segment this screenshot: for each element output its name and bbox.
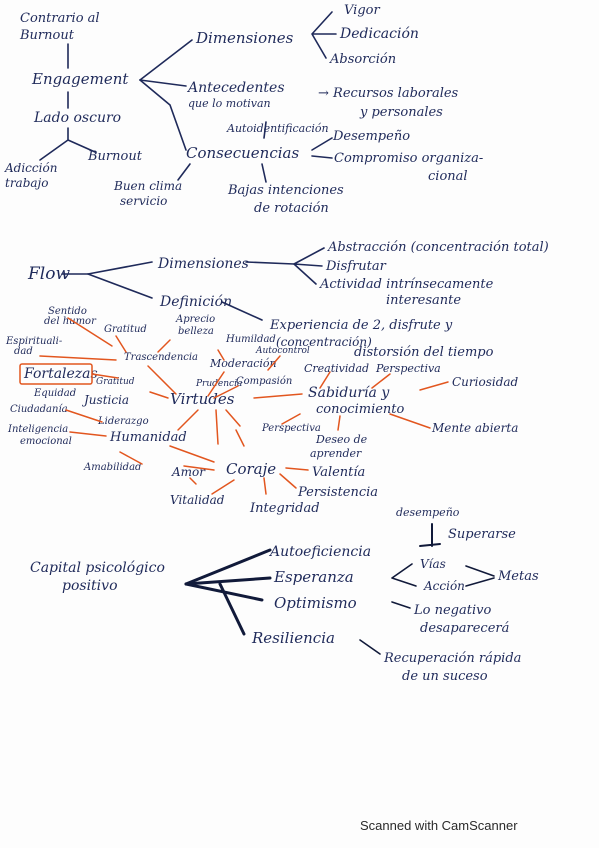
buen-clima-line1: Buen clima	[113, 179, 182, 193]
justicia-label: Justicia	[81, 393, 129, 407]
map-engagement: Contrario al Burnout Engagement Lado osc…	[4, 3, 483, 216]
mente-abierta-label: Mente abierta	[431, 421, 518, 435]
gratitud-label: Gratitud	[104, 324, 147, 335]
distorsion-label: distorsión del tiempo	[354, 345, 494, 360]
camscanner-watermark: Scanned with CamScanner	[360, 818, 518, 833]
liderazgo-label: Liderazgo	[97, 416, 149, 427]
aprecio-line1: Aprecio	[175, 314, 215, 325]
deseo-line2: aprender	[310, 447, 362, 460]
humanidad-label: Humanidad	[109, 430, 187, 445]
ciudadania-label: Ciudadanía	[10, 404, 68, 415]
gratitud2-label: Gratitud	[96, 377, 135, 387]
negativo-line2: desaparecerá	[420, 621, 510, 636]
map-flow-lines	[61, 247, 325, 321]
lado-oscuro-label: Lado oscuro	[33, 110, 121, 126]
flow-label: Flow	[27, 264, 70, 284]
abstraccion-label: Abstracción (concentración total)	[327, 240, 549, 255]
map-flow: Flow Dimensiones Abstracción (concentrac…	[5, 240, 549, 516]
amabilidad-label: Amabilidad	[83, 462, 141, 473]
actividad-line2: interesante	[386, 293, 461, 308]
persistencia-label: Persistencia	[297, 485, 378, 500]
vitalidad-label: Vitalidad	[170, 493, 225, 507]
prudencia-label: Prudencia	[195, 379, 242, 389]
autoidentificacion-label: Autoidentificación	[226, 122, 329, 135]
map-engagement-lines	[39, 11, 337, 183]
negativo-line1: Lo negativo	[413, 603, 491, 618]
absorcion-label: Absorción	[329, 52, 396, 67]
map-virtues-lines	[19, 317, 449, 495]
vias-label: Vías	[420, 557, 446, 571]
recuperacion-line2: de un suceso	[402, 669, 488, 684]
buen-clima-line2: servicio	[120, 194, 167, 208]
burnout-label: Burnout	[87, 149, 143, 164]
recursos-line1: → Recursos laborales	[318, 86, 459, 101]
perspectiva-label: Perspectiva	[375, 362, 441, 375]
map-capital: Capital psicológico positivo Autoeficien…	[30, 506, 539, 684]
perspectiva2-label: Perspectiva	[261, 423, 321, 434]
recuperacion-line1: Recuperación rápida	[383, 651, 521, 666]
superarse-label: Superarse	[448, 527, 516, 542]
dimensiones-label: Dimensiones	[195, 29, 294, 47]
valentia-label: Valentía	[312, 465, 365, 480]
deseo-line1: Deseo de	[315, 433, 368, 446]
trascendencia-label: Trascendencia	[124, 352, 198, 363]
humildad-label: Humildad	[225, 334, 276, 345]
desempeno-label: Desempeño	[332, 129, 410, 144]
desempeno-label: desempeño	[396, 506, 460, 519]
flow-dimensiones-label: Dimensiones	[157, 256, 249, 272]
resiliencia-label: Resiliencia	[251, 629, 335, 647]
antecedentes-line1: Antecedentes	[186, 80, 285, 96]
vigor-label: Vigor	[344, 3, 380, 18]
bajas-line2: de rotación	[254, 201, 329, 216]
equidad-label: Equidad	[33, 388, 76, 399]
antecedentes-line2: que lo motivan	[188, 97, 271, 110]
espiritualidad-line1: Espirituali-	[5, 336, 63, 347]
esperanza-label: Esperanza	[273, 568, 354, 586]
aprecio-line2: belleza	[178, 326, 214, 337]
moderacion-label: Moderación	[209, 357, 277, 370]
capital-line2: positivo	[62, 578, 118, 594]
consecuencias-label: Consecuencias	[186, 144, 299, 162]
contrario-line1: Contrario al	[20, 11, 100, 26]
inteligencia-line1: Inteligencia	[7, 424, 68, 435]
engagement-label: Engagement	[31, 70, 129, 88]
sabiduria-line1: Sabiduría y	[308, 385, 390, 401]
sentido-humor-line2: del humor	[44, 316, 97, 327]
experiencia-line2: (concentración)	[276, 335, 372, 349]
adiccion-line2: trabajo	[5, 176, 49, 190]
virtudes-label: Virtudes	[170, 390, 235, 408]
disfrutar-label: Disfrutar	[325, 259, 387, 274]
compromiso-line2: cional	[428, 169, 468, 184]
capital-line1: Capital psicológico	[30, 560, 165, 576]
map-capital-lines	[184, 523, 495, 655]
accion-label: Acción	[423, 579, 465, 593]
experiencia-line1: Experiencia de 2, disfrute y	[269, 318, 453, 333]
autocontrol-label: Autocontrol	[255, 346, 310, 356]
adiccion-line1: Adicción	[4, 161, 57, 175]
espiritualidad-line2: dad	[14, 346, 33, 357]
sabiduria-line2: conocimiento	[316, 402, 405, 417]
compasion-label: Compasión	[236, 376, 292, 387]
metas-label: Metas	[497, 569, 539, 584]
actividad-line1: Actividad intrínsecamente	[319, 277, 494, 292]
inteligencia-line2: emocional	[20, 436, 72, 447]
contrario-line2: Burnout	[19, 28, 75, 43]
dedicacion-label: Dedicación	[339, 26, 419, 42]
bajas-line1: Bajas intenciones	[227, 183, 344, 198]
curiosidad-label: Curiosidad	[452, 375, 519, 389]
compromiso-line1: Compromiso organiza-	[334, 151, 483, 166]
coraje-label: Coraje	[226, 460, 276, 478]
recursos-line2: y personales	[359, 105, 443, 120]
autoeficiencia-label: Autoeficiencia	[268, 544, 371, 560]
optimismo-label: Optimismo	[274, 594, 357, 612]
sentido-humor-line1: Sentido	[48, 306, 87, 317]
integridad-label: Integridad	[249, 501, 320, 516]
definicion-label: Definición	[159, 294, 232, 310]
creatividad-label: Creatividad	[304, 362, 369, 375]
fortalezas-label: Fortalezas	[23, 366, 98, 382]
